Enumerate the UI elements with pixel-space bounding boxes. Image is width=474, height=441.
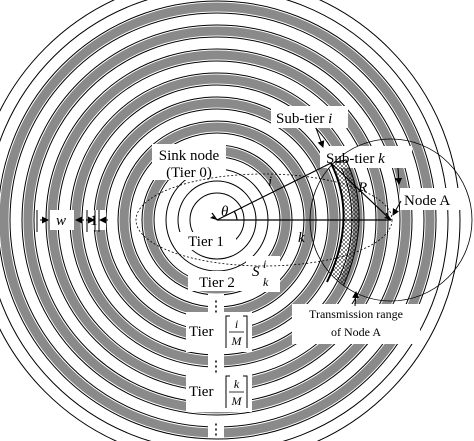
ellipsis-dots: ⋮ (209, 299, 224, 315)
tier1-label: Tier 1 (188, 234, 224, 250)
subtier-k-label: Sub-tier k (326, 151, 385, 167)
pointer-arrows (315, 127, 403, 307)
svg-text:M: M (231, 394, 243, 408)
i-distance-label: i (268, 174, 272, 190)
theta-label: θ (221, 204, 229, 220)
k-distance-label: k (298, 230, 305, 246)
svg-text:S: S (252, 264, 260, 280)
svg-text:M: M (231, 334, 243, 348)
subtier-i-label: Sub-tier i (276, 111, 332, 127)
tx-range-label: Transmission range (309, 307, 403, 321)
theta-arc (233, 210, 238, 221)
sink-node-label: Sink node (159, 148, 220, 164)
node-a-icon (384, 212, 392, 221)
tier-i-dashed-circle (135, 173, 393, 267)
svg-text:Tier: Tier (189, 324, 213, 340)
overlap-area-label: S i k (252, 257, 269, 289)
svg-text:k: k (234, 377, 240, 391)
width-marker-w (36, 210, 88, 232)
width-marker-1 (86, 210, 108, 232)
sink-node-icon (210, 212, 218, 221)
tx-range-arrow (352, 291, 360, 307)
radius-i-line (216, 162, 332, 221)
subtier-i-arrow (315, 127, 325, 148)
tier0-label: (Tier 0) (166, 165, 212, 181)
svg-text:Tier: Tier (189, 384, 213, 400)
w-label: w (56, 213, 66, 229)
geometry-lines (216, 162, 392, 221)
one-label: 1 (90, 213, 98, 229)
ellipsis-dots: ⋮ (209, 359, 224, 375)
r-radius-label: R (357, 180, 367, 196)
tier-i-over-m-label: Tier i M (189, 315, 248, 348)
node-a-arrow (392, 200, 402, 216)
radius-r-line (330, 162, 392, 221)
ellipsis-dots: ⋮ (209, 422, 224, 438)
node-a-label: Node A (404, 193, 450, 209)
svg-text:i: i (263, 257, 266, 271)
tier2-label: Tier 2 (199, 275, 235, 291)
subtier-k-arrow (395, 167, 403, 185)
tier-k-over-m-label: Tier k M (189, 375, 248, 408)
svg-text:k: k (263, 275, 269, 289)
tx-range-label-2: of Node A (331, 325, 381, 339)
svg-text:i: i (235, 317, 238, 331)
